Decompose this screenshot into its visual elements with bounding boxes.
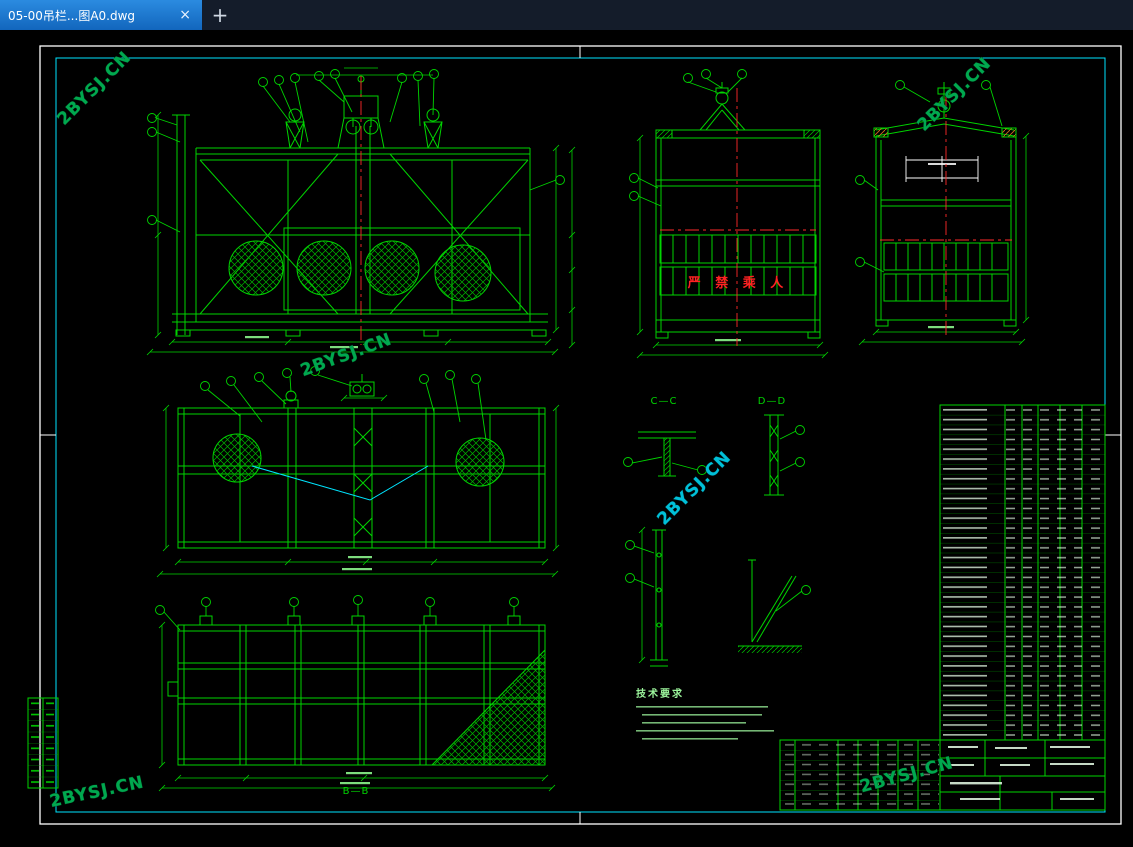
front-elevation-view [172, 68, 548, 336]
watermark-top-left: 2BYSJ.CN [53, 47, 135, 129]
tab-title: 05-00吊栏...图A0.dwg [8, 7, 168, 24]
plan-view-top [178, 374, 545, 548]
side-view-center [656, 82, 820, 338]
section-label-dd: D—D [758, 396, 786, 407]
watermark-bottom-left: 2BYSJ.CN [48, 772, 146, 812]
watermark-top-right: 2BYSJ.CN [913, 53, 995, 135]
cad-canvas[interactable]: 技术要求 严 禁 乘 人 C—C D—D B—B 2BYSJ.CN 2BYSJ.… [0, 30, 1133, 847]
tab-close-icon[interactable]: × [176, 7, 194, 23]
watermark-upper-middle: 2BYSJ.CN [298, 330, 395, 382]
technical-notes [636, 706, 774, 740]
plan-view-bottom [168, 616, 545, 765]
parts-list-table [940, 405, 1105, 740]
centerlines [361, 76, 1012, 346]
new-tab-button[interactable]: + [202, 0, 238, 30]
warning-sign-text: 严 禁 乘 人 [687, 275, 789, 291]
section-label-bb: B—B [343, 786, 370, 797]
notes-title: 技术要求 [636, 687, 684, 700]
margin-mini-table [28, 698, 58, 788]
tab-bar: 05-00吊栏...图A0.dwg × + [0, 0, 1133, 30]
section-label-cc: C—C [651, 396, 678, 407]
side-view-right [874, 82, 1016, 326]
dimension-lines [147, 112, 1029, 791]
drawing-svg[interactable]: 技术要求 严 禁 乘 人 C—C D—D B—B 2BYSJ.CN 2BYSJ.… [0, 30, 1133, 847]
drawing-geometry [28, 68, 1105, 810]
tab-drawing-file[interactable]: 05-00吊栏...图A0.dwg × [0, 0, 202, 30]
